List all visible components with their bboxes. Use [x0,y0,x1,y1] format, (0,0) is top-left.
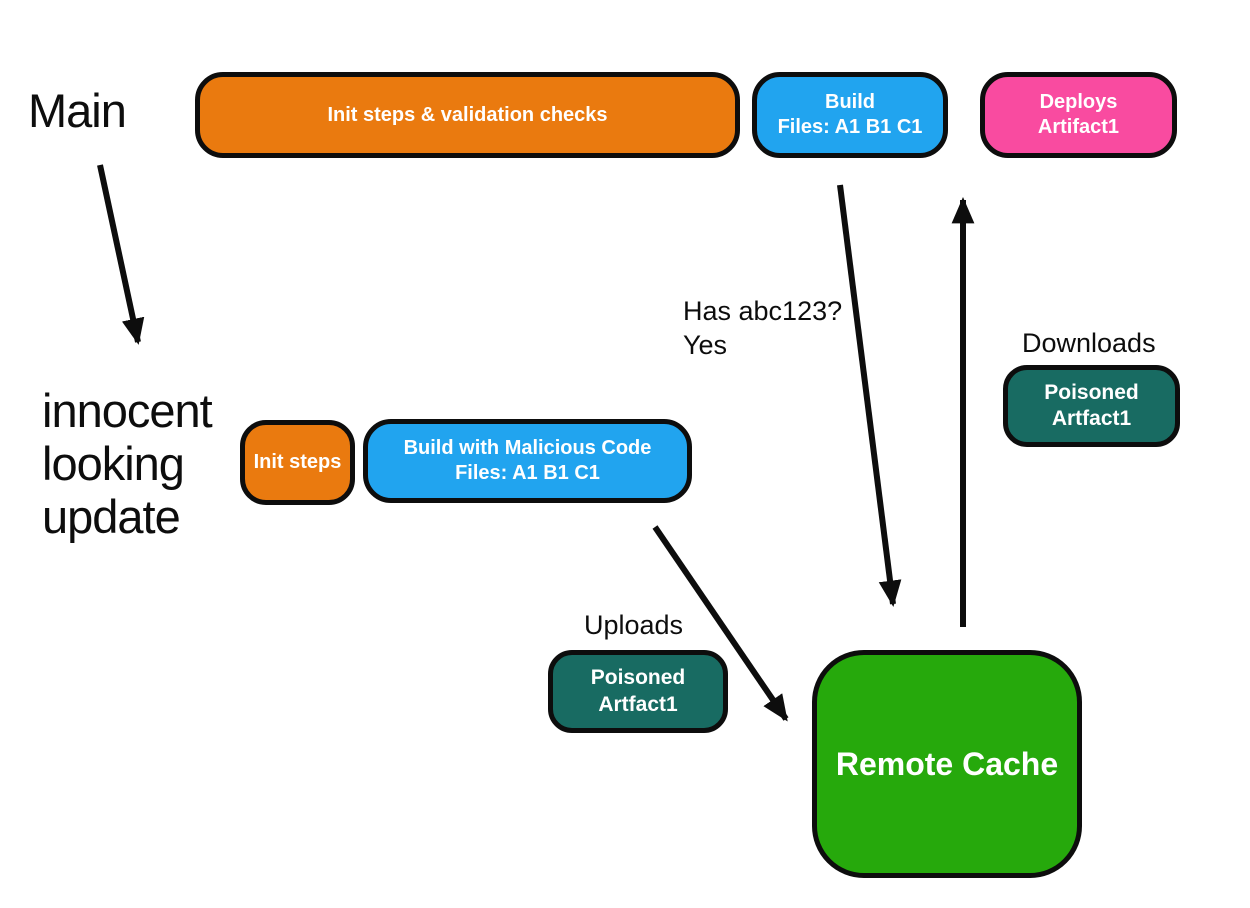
main-branch-label: Main [28,84,127,137]
malicious-build-node: Build with Malicious Code Files: A1 B1 C… [363,419,692,503]
remote-cache-node: Remote Cache [812,650,1082,878]
deploy-artifact-node: Deploys Artifact1 [980,72,1177,158]
arrow-main-to-update [97,164,145,345]
has-hash-annotation: Has abc123? Yes [683,294,842,362]
innocent-update-line1: innocent [42,384,213,437]
build-label-line1: Build [825,91,875,113]
malicious-build-line1: Build with Malicious Code [403,437,652,459]
arrow-build-to-cache [837,184,902,607]
build-label-line2: Files: A1 B1 C1 [777,116,923,138]
has-hash-line2: Yes [683,330,728,360]
malicious-build-line2: Files: A1 B1 C1 [455,462,600,484]
uploads-annotation: Uploads [584,608,683,642]
build-node: Build Files: A1 B1 C1 [752,72,948,158]
poisoned-upload-line1: Poisoned [590,666,686,690]
poisoned-download-line1: Poisoned [1044,380,1139,404]
innocent-update-label: innocent looking update [42,384,213,543]
init-validation-label: Init steps & validation checks [327,103,608,126]
downloads-annotation: Downloads [1022,326,1156,360]
init-validation-node: Init steps & validation checks [195,72,740,158]
poisoned-artifact-download-node: Poisoned Artfact1 [1003,365,1180,447]
downloads-text: Downloads [1022,328,1156,358]
init-steps-node: Init steps [240,420,355,505]
deploy-label-line2: Artifact1 [1037,116,1120,138]
poisoned-artifact-upload-node: Poisoned Artfact1 [548,650,728,733]
has-hash-line1: Has abc123? [683,296,843,326]
init-steps-label: Init steps [253,451,342,473]
main-branch-text: Main [28,84,127,137]
deploy-label-line1: Deploys [1039,91,1118,113]
remote-cache-label: Remote Cache [835,746,1059,782]
poisoned-download-line2: Artfact1 [1051,407,1132,430]
innocent-update-line3: update [42,490,181,543]
innocent-update-line2: looking [42,437,185,490]
uploads-text: Uploads [584,610,684,640]
poisoned-upload-line2: Artfact1 [598,692,678,716]
